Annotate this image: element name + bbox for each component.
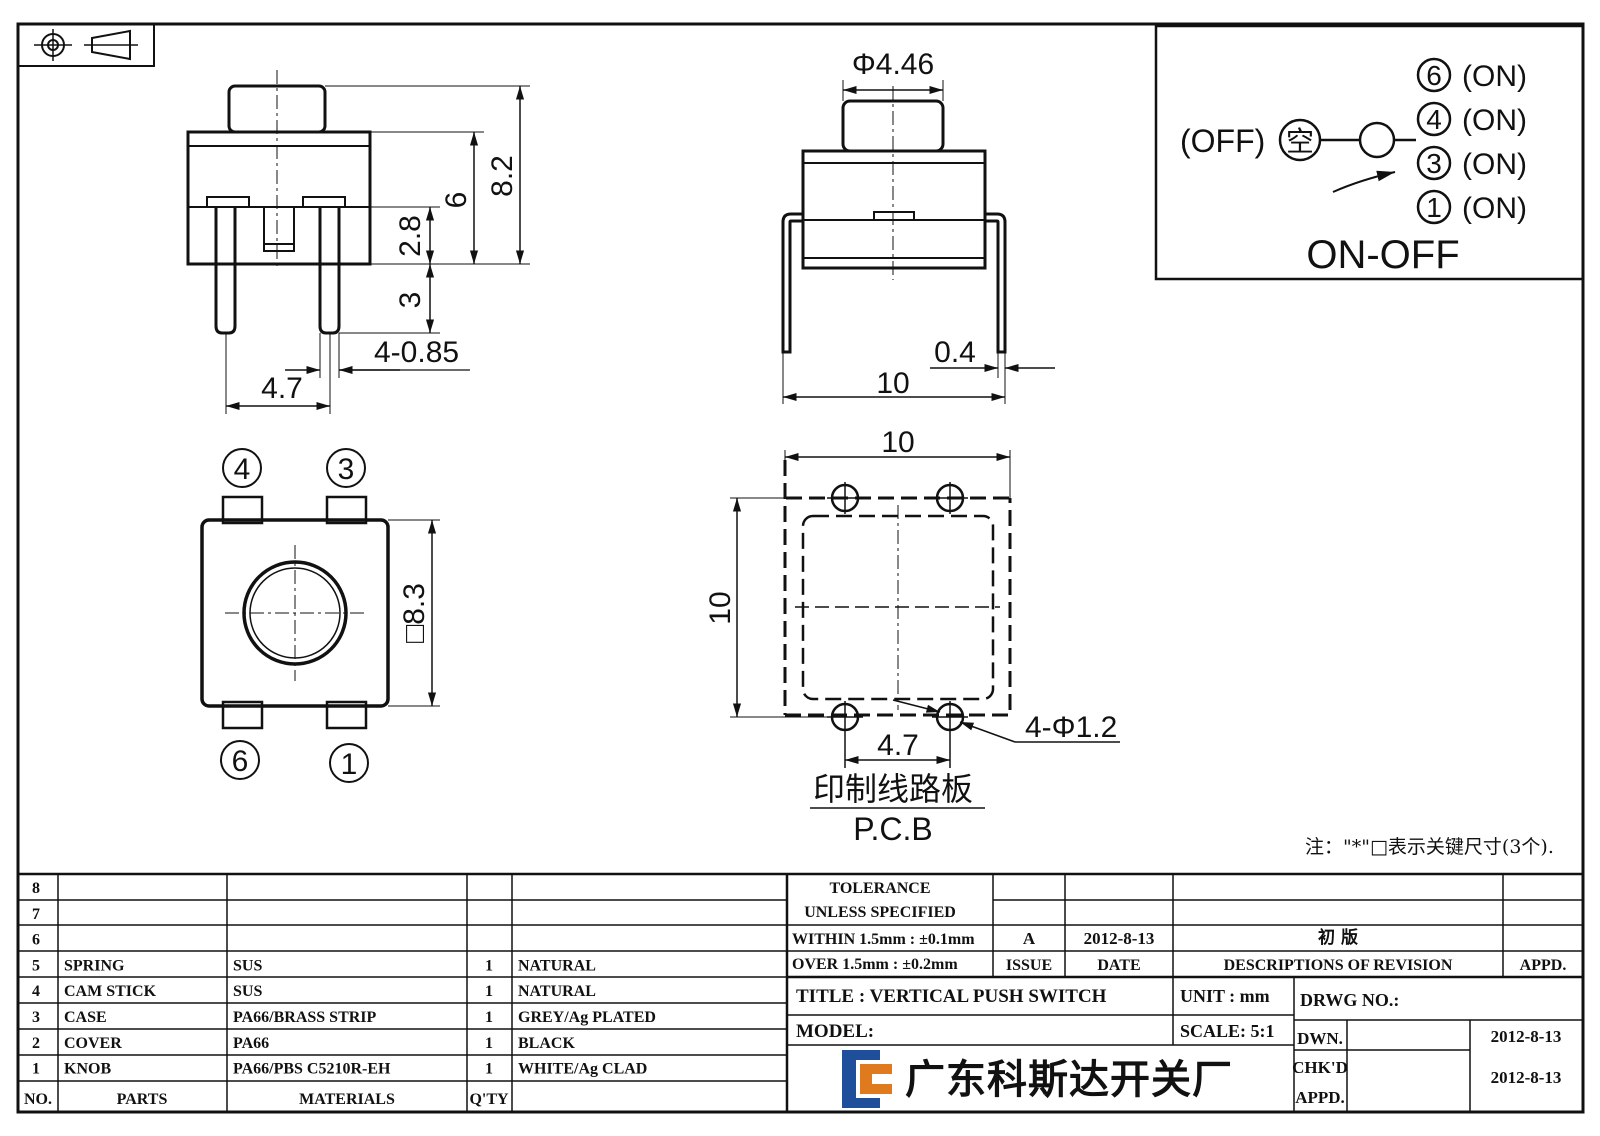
schematic-title: ON-OFF [1306, 233, 1459, 277]
switch-schematic [1154, 24, 1585, 281]
company-name: 广东科斯达开关厂 [905, 1057, 1233, 1103]
bom-cell-finish: WHITE/Ag CLAD [518, 1061, 647, 1078]
dim-pcb-hole: 4-Φ1.2 [1025, 711, 1117, 744]
dim-pcb-pitch: 4.7 [877, 729, 919, 762]
bom-cell-no: 4 [32, 983, 40, 1000]
model-label: MODEL: [796, 1021, 874, 1042]
dim-front-pin-length: 3 [394, 292, 427, 309]
schematic-on-6: (ON) [1462, 60, 1527, 93]
bom-header-no: NO. [24, 1091, 52, 1108]
dim-pcb-width: 10 [881, 426, 914, 459]
bom-cell-finish: GREY/Ag PLATED [518, 1009, 656, 1026]
tolerance-subtitle: UNLESS SPECIFIED [804, 904, 956, 921]
schematic-on-4: (ON) [1462, 104, 1527, 137]
bom-cell-material: SUS [233, 983, 262, 1000]
appd-header: APPD. [1520, 957, 1567, 974]
date-header: DATE [1097, 957, 1140, 974]
bom-cell-part: KNOB [64, 1061, 111, 1078]
issue-header: ISSUE [1006, 957, 1052, 974]
revision-value: 初 版 [1318, 927, 1358, 948]
drawing-title: TITLE : VERTICAL PUSH SWITCH [796, 986, 1107, 1007]
dim-front-height-lower: 2.8 [394, 215, 427, 257]
bom-cell-no: 1 [32, 1061, 40, 1078]
bom-cell-material: PA66/BRASS STRIP [233, 1009, 377, 1026]
front-view [186, 70, 530, 414]
bom-cell-finish: NATURAL [518, 983, 596, 1000]
pin-label-4: 4 [234, 453, 251, 486]
schematic-on-1: (ON) [1462, 192, 1527, 225]
dim-side-pin-thickness: 0.4 [934, 336, 976, 369]
checked-date: 2012-8-13 [1491, 1068, 1562, 1087]
company-logo [842, 1050, 892, 1108]
schematic-pos-3: 3 [1426, 148, 1442, 179]
bom-cell-no: 3 [32, 1009, 40, 1026]
projection-symbol [17, 23, 155, 67]
dim-side-width: 10 [876, 367, 909, 400]
dim-front-height-total: 8.2 [486, 155, 519, 197]
bom-cell-qty: 1 [485, 1061, 493, 1078]
side-view [781, 80, 1055, 404]
pcb-view [730, 450, 1120, 809]
bom-cell-finish: NATURAL [518, 957, 596, 974]
bom-cell-no: 7 [32, 906, 40, 923]
schematic-pos-1: 1 [1426, 192, 1442, 223]
checked-label: CHK'D [1292, 1058, 1348, 1077]
bom-cell-no: 6 [32, 932, 40, 949]
schematic-off-symbol: 空 [1286, 125, 1314, 158]
bom-header-parts: PARTS [117, 1091, 168, 1108]
bom-cell-no: 2 [32, 1035, 40, 1052]
approved-label: APPD. [1295, 1088, 1345, 1107]
bom-cell-material: PA66/PBS C5210R-EH [233, 1061, 391, 1078]
schematic-off-label: (OFF) [1180, 123, 1265, 159]
unit-label: UNIT : mm [1180, 986, 1270, 1006]
drawn-label: DWN. [1297, 1029, 1343, 1048]
pcb-label-en: P.C.B [853, 811, 932, 847]
bom-cell-qty: 1 [485, 1009, 493, 1026]
bom-cell-material: SUS [233, 957, 262, 974]
scale-label: SCALE: 5:1 [1180, 1021, 1275, 1041]
dim-knob-diameter: Φ4.46 [852, 48, 934, 81]
sheet-border [16, 22, 1585, 1114]
issue-value: A [1023, 929, 1036, 948]
bom-cell-no: 5 [32, 957, 40, 974]
dim-pin-pitch: 4.7 [261, 372, 303, 405]
bom-cell-part: COVER [64, 1035, 122, 1052]
description-header: DESCRIPTIONS OF REVISION [1224, 957, 1453, 974]
bom-cell-finish: BLACK [518, 1035, 575, 1052]
dim-pcb-height: 10 [704, 591, 737, 624]
pin-label-3: 3 [338, 453, 355, 486]
pin-label-6: 6 [232, 745, 249, 778]
dim-top-size: □8.3 [398, 583, 431, 643]
bom-cell-qty: 1 [485, 1035, 493, 1052]
bom-cell-qty: 1 [485, 983, 493, 1000]
title-block [18, 872, 1583, 1112]
tolerance-over: OVER 1.5mm : ±0.2mm [792, 956, 958, 973]
bom-cell-material: PA66 [233, 1035, 269, 1052]
schematic-pos-4: 4 [1426, 104, 1442, 135]
drawing-number-label: DRWG NO.: [1300, 990, 1399, 1010]
bom-cell-part: CASE [64, 1009, 107, 1026]
bom-cell-qty: 1 [485, 957, 493, 974]
top-view [200, 448, 440, 783]
schematic-on-3: (ON) [1462, 148, 1527, 181]
bom-cell-no: 8 [32, 880, 40, 897]
pcb-label-cn: 印制线路板 [813, 770, 973, 808]
issue-date-value: 2012-8-13 [1084, 929, 1155, 948]
schematic-pos-6: 6 [1426, 60, 1442, 91]
dim-pin-width: 4-0.85 [374, 336, 459, 369]
tolerance-within: WITHIN 1.5mm : ±0.1mm [792, 931, 975, 948]
drawn-date: 2012-8-13 [1491, 1027, 1562, 1046]
bom-cell-part: CAM STICK [64, 983, 157, 1000]
dim-front-height-body: 6 [440, 192, 473, 209]
bom-cell-part: SPRING [64, 957, 125, 974]
tolerance-title: TOLERANCE [829, 880, 930, 897]
drawing-note: 注："*"□表示关键尺寸(3个). [1305, 836, 1554, 858]
pin-label-1: 1 [341, 748, 358, 781]
bom-header-qty: Q'TY [469, 1091, 509, 1108]
bom-header-materials: MATERIALS [299, 1091, 395, 1108]
